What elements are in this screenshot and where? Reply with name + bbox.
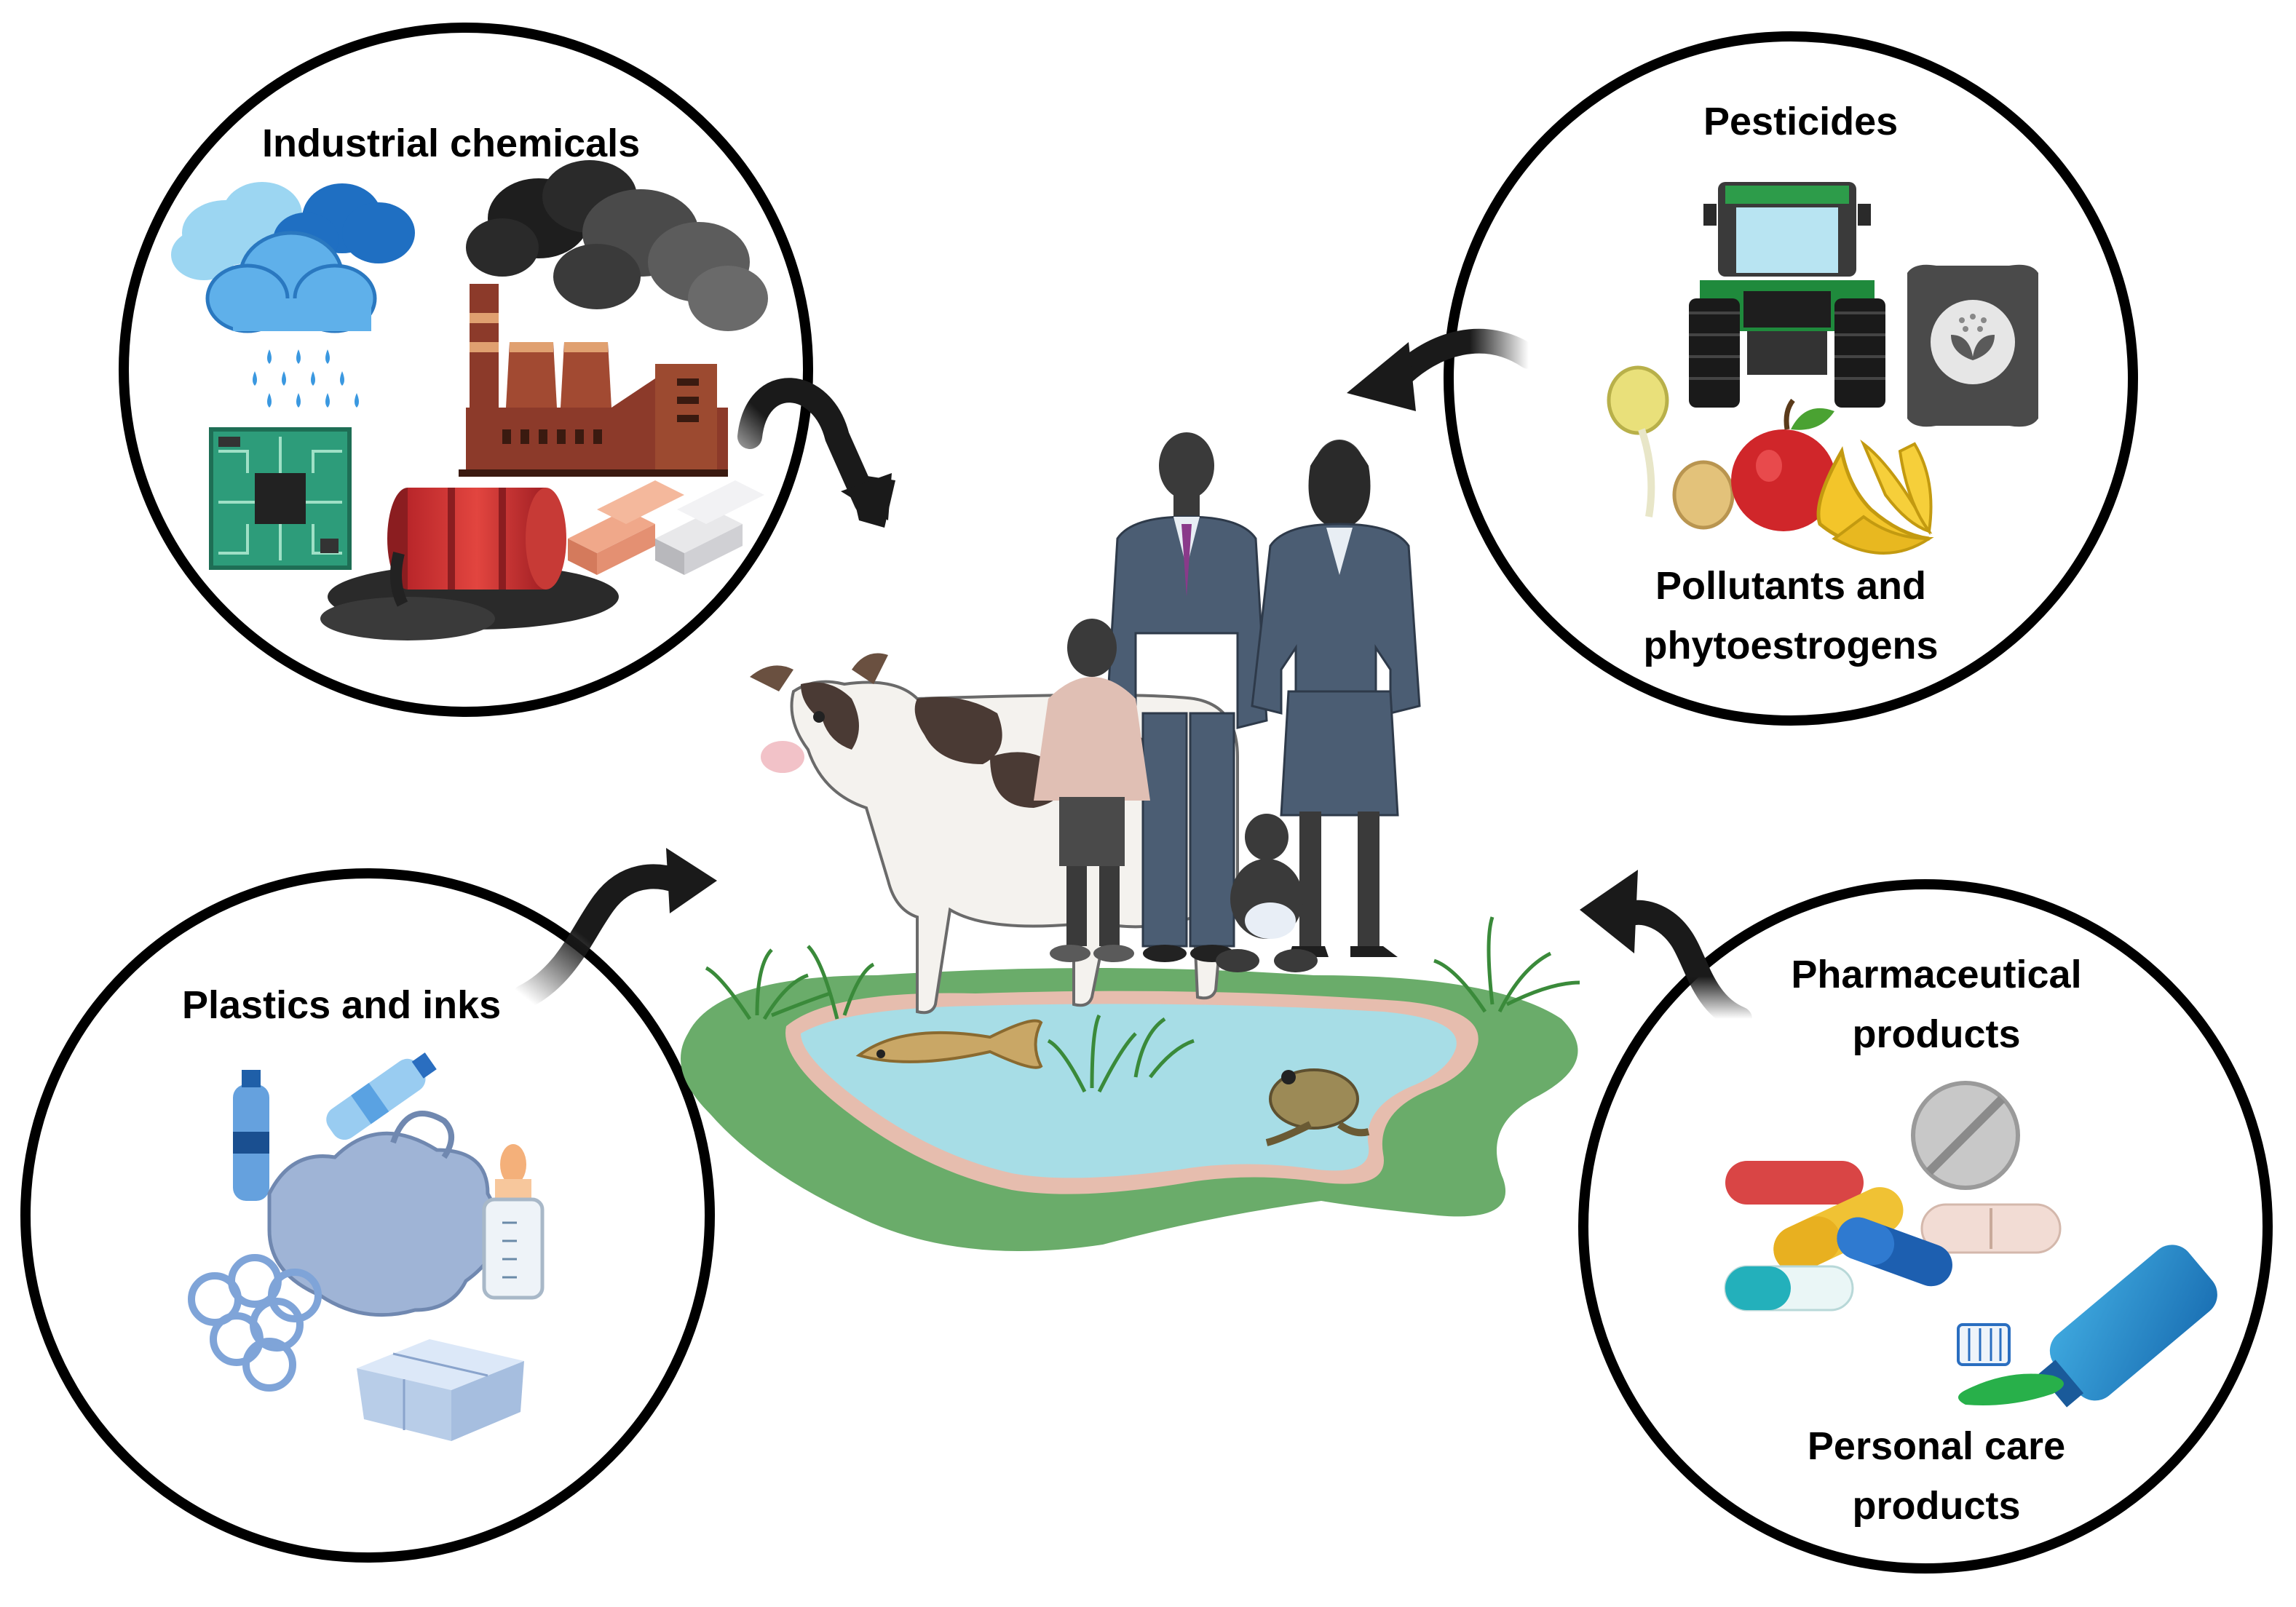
plastic-bottle-icon	[233, 1052, 437, 1201]
pesticides-title: Pesticides	[1703, 100, 1899, 143]
yogurt-cups-icon	[357, 1339, 524, 1441]
six-pack-ring-icon	[188, 1254, 322, 1392]
pharma-subtitle-line1: Personal care	[1807, 1424, 2066, 1468]
baby-bottle-icon	[482, 1144, 545, 1300]
pills-icon	[1724, 1081, 2062, 1312]
lotion-tube-icon	[1957, 1245, 2217, 1408]
pesticides-subtitle-line2: phytoestrogens	[1643, 624, 1939, 667]
arrow-icon	[737, 378, 895, 528]
oil-barrel-icon	[320, 488, 619, 640]
pharma-title-line2: products	[1852, 1012, 2021, 1056]
banana-icon	[1816, 439, 1934, 555]
circle-industrial	[119, 23, 813, 717]
arrow-icon	[512, 848, 717, 1009]
soybean-sprout-icon	[1607, 365, 1735, 530]
pharma-subtitle-line2: products	[1852, 1484, 2021, 1528]
arrow-icon	[1580, 870, 1752, 1031]
cloud-rain-icon	[171, 182, 415, 408]
factory-icon	[459, 160, 768, 477]
industrial-title: Industrial chemicals	[262, 122, 641, 165]
tractor-icon	[1689, 182, 1885, 408]
circle-pesticides	[1444, 31, 2138, 726]
pharma-title-line1: Pharmaceutical	[1791, 953, 2082, 996]
apple-icon	[1731, 398, 1836, 531]
circuit-board-icon	[209, 427, 352, 570]
fertilizer-bag-icon	[1907, 264, 2038, 427]
family-icon	[1034, 432, 1421, 972]
pond-icon	[681, 968, 1578, 1251]
pesticides-subtitle-line1: Pollutants and	[1655, 564, 1926, 608]
circle-plastics	[20, 868, 715, 1563]
arrow-icon	[1347, 328, 1541, 411]
plastic-bag-icon	[267, 1111, 500, 1317]
grass-icon	[705, 916, 1580, 1093]
circle-pharma	[1578, 879, 2273, 1574]
fish-icon	[855, 1019, 1043, 1069]
frog-icon	[1265, 1068, 1370, 1146]
plastics-title: Plastics and inks	[182, 983, 502, 1027]
metal-ingots-icon	[568, 480, 764, 575]
